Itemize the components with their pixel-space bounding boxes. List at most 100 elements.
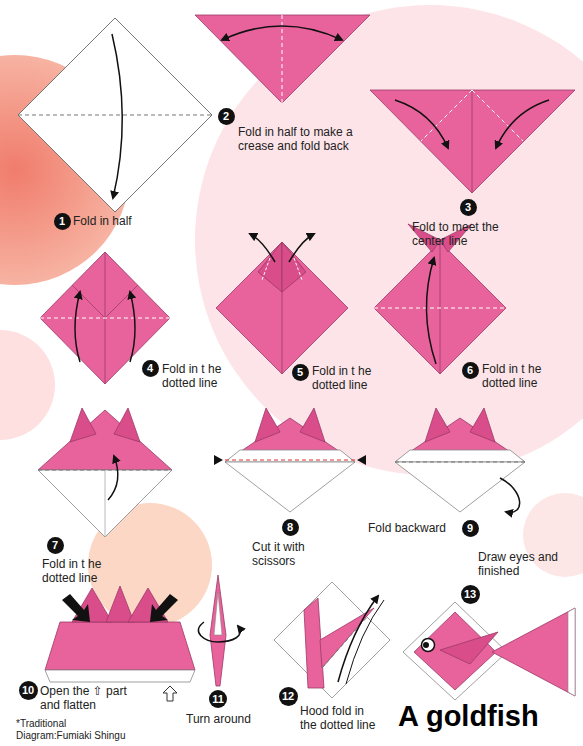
crease-line (105, 470, 106, 537)
paper-top (225, 418, 355, 462)
paper-flap (255, 408, 280, 442)
credit-note: *Traditional Diagram:Fumiaki Shingu (16, 718, 144, 742)
fold-line (374, 308, 506, 309)
step-number: 3 (460, 199, 477, 216)
fold-line (472, 90, 523, 141)
paper-square (18, 18, 212, 212)
paper-band (45, 670, 195, 682)
step-number-text: 3 (465, 202, 471, 213)
paper-square (274, 582, 390, 698)
paper-diamond (216, 242, 348, 374)
step-caption: Hood fold in the dotted line (300, 704, 384, 732)
step-number-text: 1 (59, 216, 65, 227)
step-number: 4 (142, 360, 159, 377)
step-caption: Fold in t he dotted line (162, 362, 240, 390)
paper-bottom (395, 462, 525, 512)
paper-body (45, 622, 195, 670)
step-caption: Turn around (186, 712, 266, 726)
step-number-text: 12 (282, 691, 294, 702)
paper-diamond (374, 242, 506, 374)
step-number-text: 8 (287, 522, 293, 533)
step-number-text: 11 (212, 694, 224, 705)
fish-tail (492, 608, 575, 696)
step-number-text: 9 (467, 523, 473, 534)
fold-arrow (500, 478, 520, 512)
step-number: 7 (47, 537, 64, 554)
step-caption: Fold in half (73, 214, 163, 228)
background-circle (523, 493, 583, 577)
step-number: 2 (218, 108, 235, 125)
step-number: 12 (279, 687, 298, 706)
step-number: 6 (462, 362, 479, 379)
fold-line (395, 462, 525, 463)
paper-flap (258, 242, 282, 292)
fold-arrow (222, 26, 342, 40)
paper-flap (282, 242, 306, 292)
step-number: 9 (462, 520, 479, 537)
step-number-text: 6 (467, 365, 473, 376)
paper-flap (300, 408, 325, 442)
flap-edge (72, 285, 138, 318)
step-number-text: 7 (52, 540, 58, 551)
fold-arrow (112, 34, 122, 198)
paper-edge (214, 592, 222, 635)
step-number-text: 2 (223, 111, 229, 122)
fold-line (18, 115, 212, 116)
fold-arrow (338, 596, 378, 682)
fold-line (38, 470, 172, 471)
cut-line (225, 459, 355, 460)
fish-pupil (423, 642, 429, 648)
fold-line (282, 15, 283, 103)
step-number: 8 (282, 519, 299, 536)
cut-marker (357, 455, 366, 465)
step-number-text: 10 (22, 685, 34, 696)
step-caption: Draw eyes and finished (478, 550, 563, 578)
step-number: 10 (19, 681, 38, 700)
paper-bottom (225, 462, 355, 512)
step-caption: Fold to meet the center line (412, 220, 512, 248)
cut-marker (214, 455, 223, 465)
step-caption: Cut it with scissors (252, 540, 332, 568)
fold-arrow (346, 600, 384, 684)
fold-arrow (250, 234, 275, 262)
paper-bottom (38, 470, 172, 537)
push-arrow (150, 594, 178, 622)
turn-arrow (198, 622, 240, 642)
paper-band (395, 450, 525, 462)
paper-flap (70, 408, 96, 442)
paper-band (225, 450, 355, 462)
fold-arrow (75, 292, 80, 362)
step-caption: Fold in t he dotted line (482, 362, 562, 390)
fold-arrow (395, 100, 448, 148)
step-caption: Open the ⇧ part and flatten (40, 684, 150, 712)
paper-flap (470, 408, 495, 442)
paper-diamond (40, 252, 170, 384)
fish-eye (422, 639, 435, 652)
diagram-title: A goldfish (398, 702, 539, 731)
fold-arrow (496, 100, 549, 148)
step-number: 11 (209, 690, 227, 708)
step-number-text: 5 (297, 367, 303, 378)
paper-fin (320, 608, 374, 668)
crease-line (472, 90, 473, 193)
push-arrow (62, 594, 90, 622)
fold-arrow (289, 234, 314, 262)
step-number: 5 (292, 364, 309, 381)
background-circle (0, 330, 55, 440)
step-caption: Fold in t he dotted line (42, 557, 122, 585)
paper-flap (106, 586, 134, 622)
fold-line (421, 90, 472, 141)
fold-arrow (108, 456, 118, 500)
open-arrow (163, 686, 177, 701)
fold-line (294, 258, 302, 280)
fold-line (40, 318, 170, 319)
paper-flap (425, 408, 450, 442)
fold-line (262, 258, 270, 280)
background-circle (195, 5, 583, 475)
step-number: 1 (54, 213, 71, 230)
fish-head (403, 602, 507, 700)
step-number: 13 (461, 585, 480, 604)
paper-triangle (195, 15, 370, 103)
step-caption: Fold in t he dotted line (312, 364, 390, 392)
